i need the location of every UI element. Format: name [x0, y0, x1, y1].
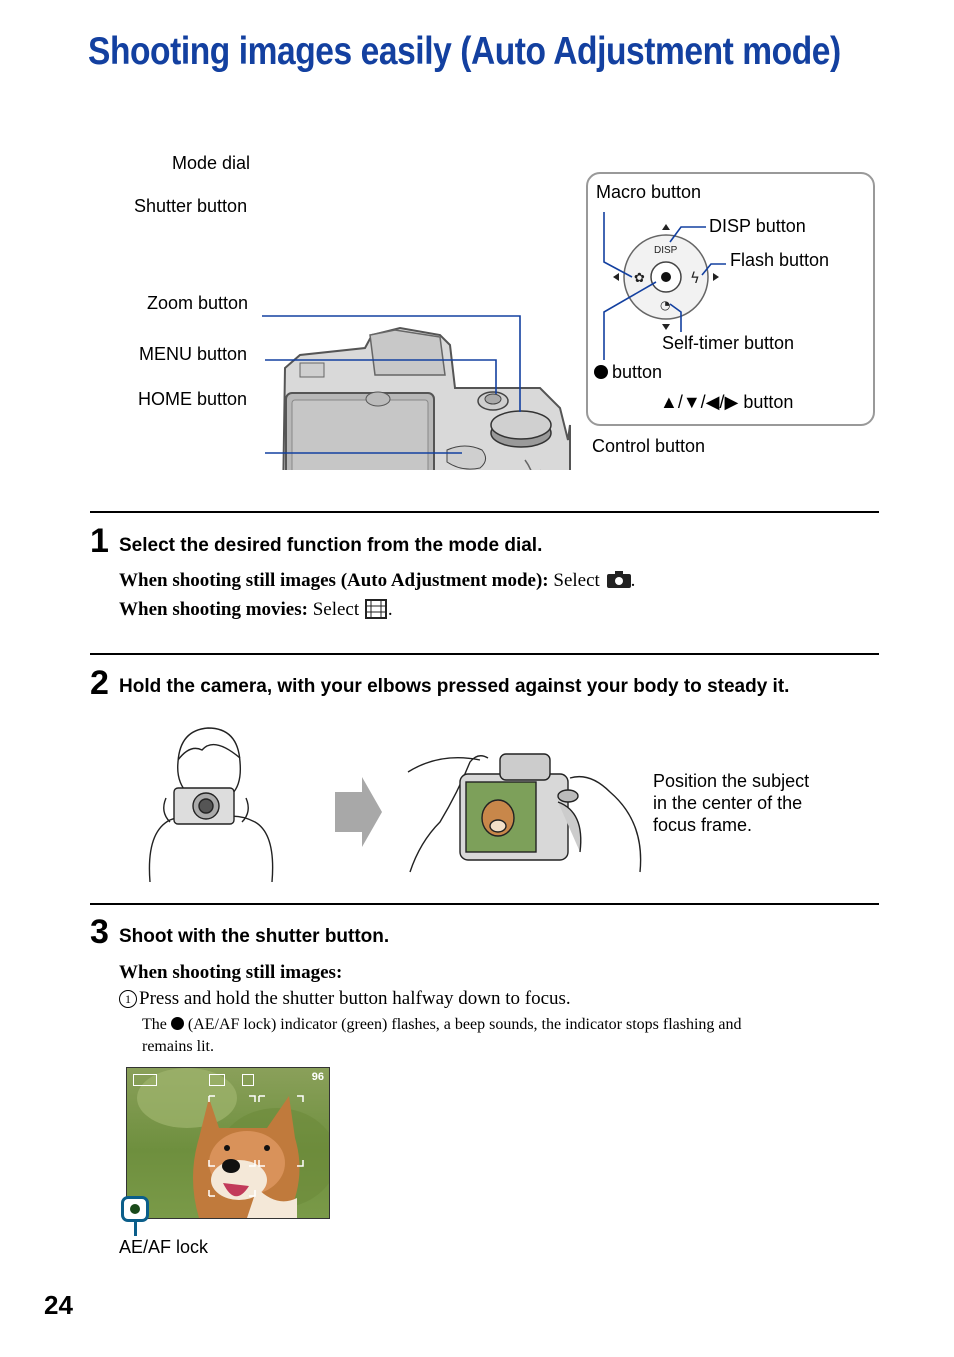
flash-icon: ϟ	[690, 269, 700, 287]
inset-leader-lines	[603, 212, 726, 360]
shot-count: 96	[311, 1071, 324, 1083]
disp-text: DISP	[654, 245, 678, 256]
step-number-3: 3	[90, 913, 109, 951]
step3-note: The (AE/AF lock) indicator (green) flash…	[142, 1016, 742, 1055]
ae-af-lock-indicator	[121, 1196, 149, 1222]
self-timer-icon: ◔	[660, 298, 670, 312]
step-number-2: 2	[90, 664, 109, 702]
label-disp-button: DISP button	[709, 216, 806, 236]
memory-card-icon	[242, 1074, 254, 1086]
step1-line1: When shooting still images (Auto Adjustm…	[119, 570, 636, 591]
label-zoom-button: Zoom button	[147, 293, 249, 313]
person-illustration	[148, 727, 274, 883]
step-number-1: 1	[90, 522, 109, 560]
lcd-screen: 96	[126, 1067, 330, 1219]
label-macro-button: Macro button	[596, 182, 702, 202]
page-number: 24	[44, 1290, 73, 1320]
label-home-button: HOME button	[138, 389, 248, 409]
macro-icon: ✿	[634, 271, 645, 286]
label-dot-button: button	[594, 362, 662, 383]
dog-photo	[137, 1068, 329, 1218]
circled-number-icon: 1	[119, 990, 137, 1008]
metering-icon	[209, 1074, 225, 1086]
label-mode-dial: Mode dial	[172, 153, 251, 173]
step3-subheading: When shooting still images:	[119, 962, 343, 983]
focus-frame	[208, 1095, 304, 1197]
step1-line2: When shooting movies: Select .	[119, 599, 393, 620]
step-heading-1: Select the desired function from the mod…	[119, 535, 543, 556]
camera-illustration	[282, 326, 571, 470]
divider	[90, 653, 879, 655]
step2-caption: Position the subject in the center of th…	[653, 771, 810, 835]
divider	[90, 903, 879, 905]
ae-af-lock-label: AE/AF lock	[119, 1237, 209, 1257]
holding-camera-illustration	[148, 727, 642, 883]
movie-mode-icon	[364, 599, 388, 619]
control-button-inset	[586, 172, 875, 426]
divider	[90, 511, 879, 513]
label-arrows-button: ▲/▼/◀/▶ button	[660, 392, 794, 412]
label-control-button: Control button	[592, 436, 706, 456]
label-flash-button: Flash button	[730, 250, 830, 270]
camera-mode-icon	[606, 571, 631, 588]
label-menu-button: MENU button	[139, 344, 248, 364]
filled-circle-icon	[170, 1017, 184, 1030]
control-pad-diagram: DISP ✿ ϟ ◔	[603, 212, 726, 360]
hands-camera-illustration	[407, 753, 642, 873]
right-arrow-icon	[335, 777, 382, 847]
camera-diagram	[262, 315, 571, 470]
battery-icon	[133, 1074, 157, 1086]
indicator-leader	[134, 1222, 137, 1236]
leader-lines	[262, 315, 521, 454]
step-heading-3: Shoot with the shutter button.	[119, 926, 390, 947]
filled-circle-icon	[594, 365, 608, 379]
step-heading-2: Hold the camera, with your elbows presse…	[119, 676, 790, 697]
page-title: Shooting images easily (Auto Adjustment …	[88, 30, 841, 73]
label-shutter-button: Shutter button	[134, 196, 248, 216]
label-self-timer-button: Self-timer button	[662, 333, 795, 353]
